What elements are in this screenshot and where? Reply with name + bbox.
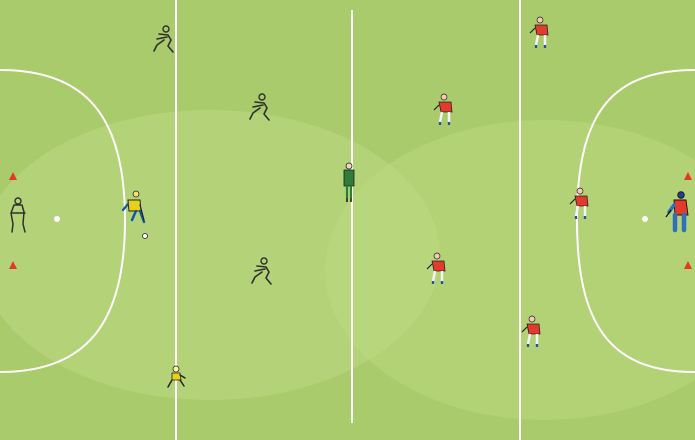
ball-near-yellow-player [143,234,148,239]
ball-right-spot [642,216,648,222]
ball-left-spot [54,216,60,222]
